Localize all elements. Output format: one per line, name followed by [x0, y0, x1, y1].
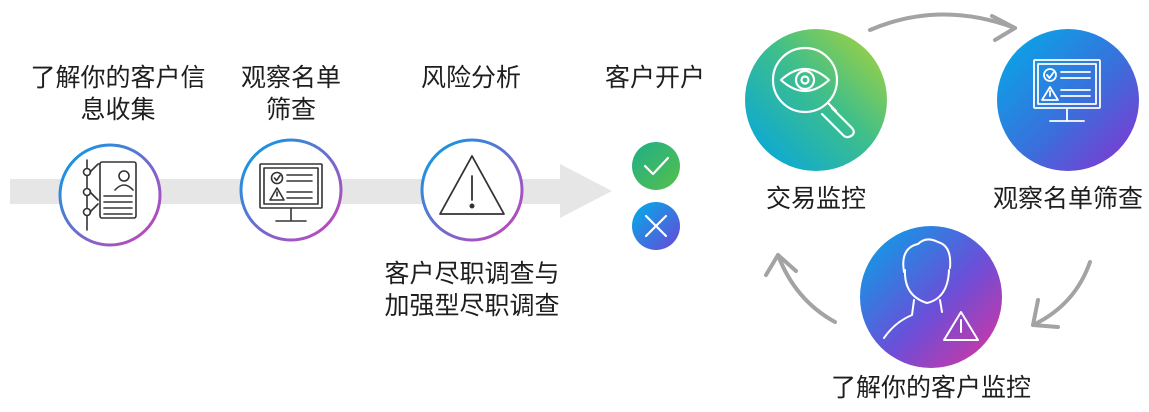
step-watchlist-screening-label-line1: 观察名单 [240, 63, 341, 92]
cycle-arrow-top-head [990, 14, 1017, 42]
cycle-arrow-left-head [764, 253, 798, 277]
person-alert-icon [883, 238, 979, 341]
step-kyc-collection-node [58, 143, 162, 247]
eye-magnifier-icon [771, 46, 855, 139]
cycle-kyc-monitoring-label: 了解你的客户监控 [830, 373, 1031, 402]
step-watchlist-screening-label: 观察名单 筛查 [229, 62, 353, 126]
approve-icon [632, 142, 680, 190]
cycle-watchlist-screening-label: 观察名单筛查 [992, 184, 1143, 213]
risk-analysis-note-line1: 客户尽职调查与 [384, 259, 560, 288]
step-kyc-collection-label-line2: 息收集 [80, 95, 156, 124]
step-risk-analysis-label: 风险分析 [420, 63, 521, 92]
monitor-check-alert-icon [1033, 59, 1101, 122]
step-watchlist-screening-label-line2: 筛查 [265, 95, 316, 124]
step-account-opening-node [632, 142, 680, 250]
cycle-watchlist-screening-node [997, 29, 1139, 171]
cycle-arrow-right-head [1031, 298, 1060, 329]
cycle-arrow-right [1031, 260, 1092, 327]
risk-analysis-note: 客户尽职调查与 加强型尽职调查 [372, 258, 572, 322]
cycle-transaction-monitoring-label: 交易监控 [765, 184, 866, 213]
step-kyc-collection-label-line1: 了解你的客户信 [30, 63, 206, 92]
cycle-kyc-monitoring-node [860, 226, 1002, 368]
cycle-arrows [764, 12, 1092, 329]
step-risk-analysis-node [420, 138, 524, 242]
monitor-check-alert-icon [259, 163, 323, 222]
step-watchlist-screening-node [239, 138, 343, 242]
cycle-arrow-top [868, 12, 1017, 32]
cycle-arrow-left [776, 253, 837, 324]
step-account-opening-label: 客户开户 [604, 63, 705, 92]
cycle-transaction-monitoring-node [745, 29, 887, 171]
document-checklist-icon [82, 159, 137, 231]
warning-triangle-icon [439, 155, 505, 215]
reject-icon [632, 202, 680, 250]
step-kyc-collection-label: 了解你的客户信 息收集 [18, 62, 218, 126]
risk-analysis-note-line2: 加强型尽职调查 [384, 291, 560, 320]
